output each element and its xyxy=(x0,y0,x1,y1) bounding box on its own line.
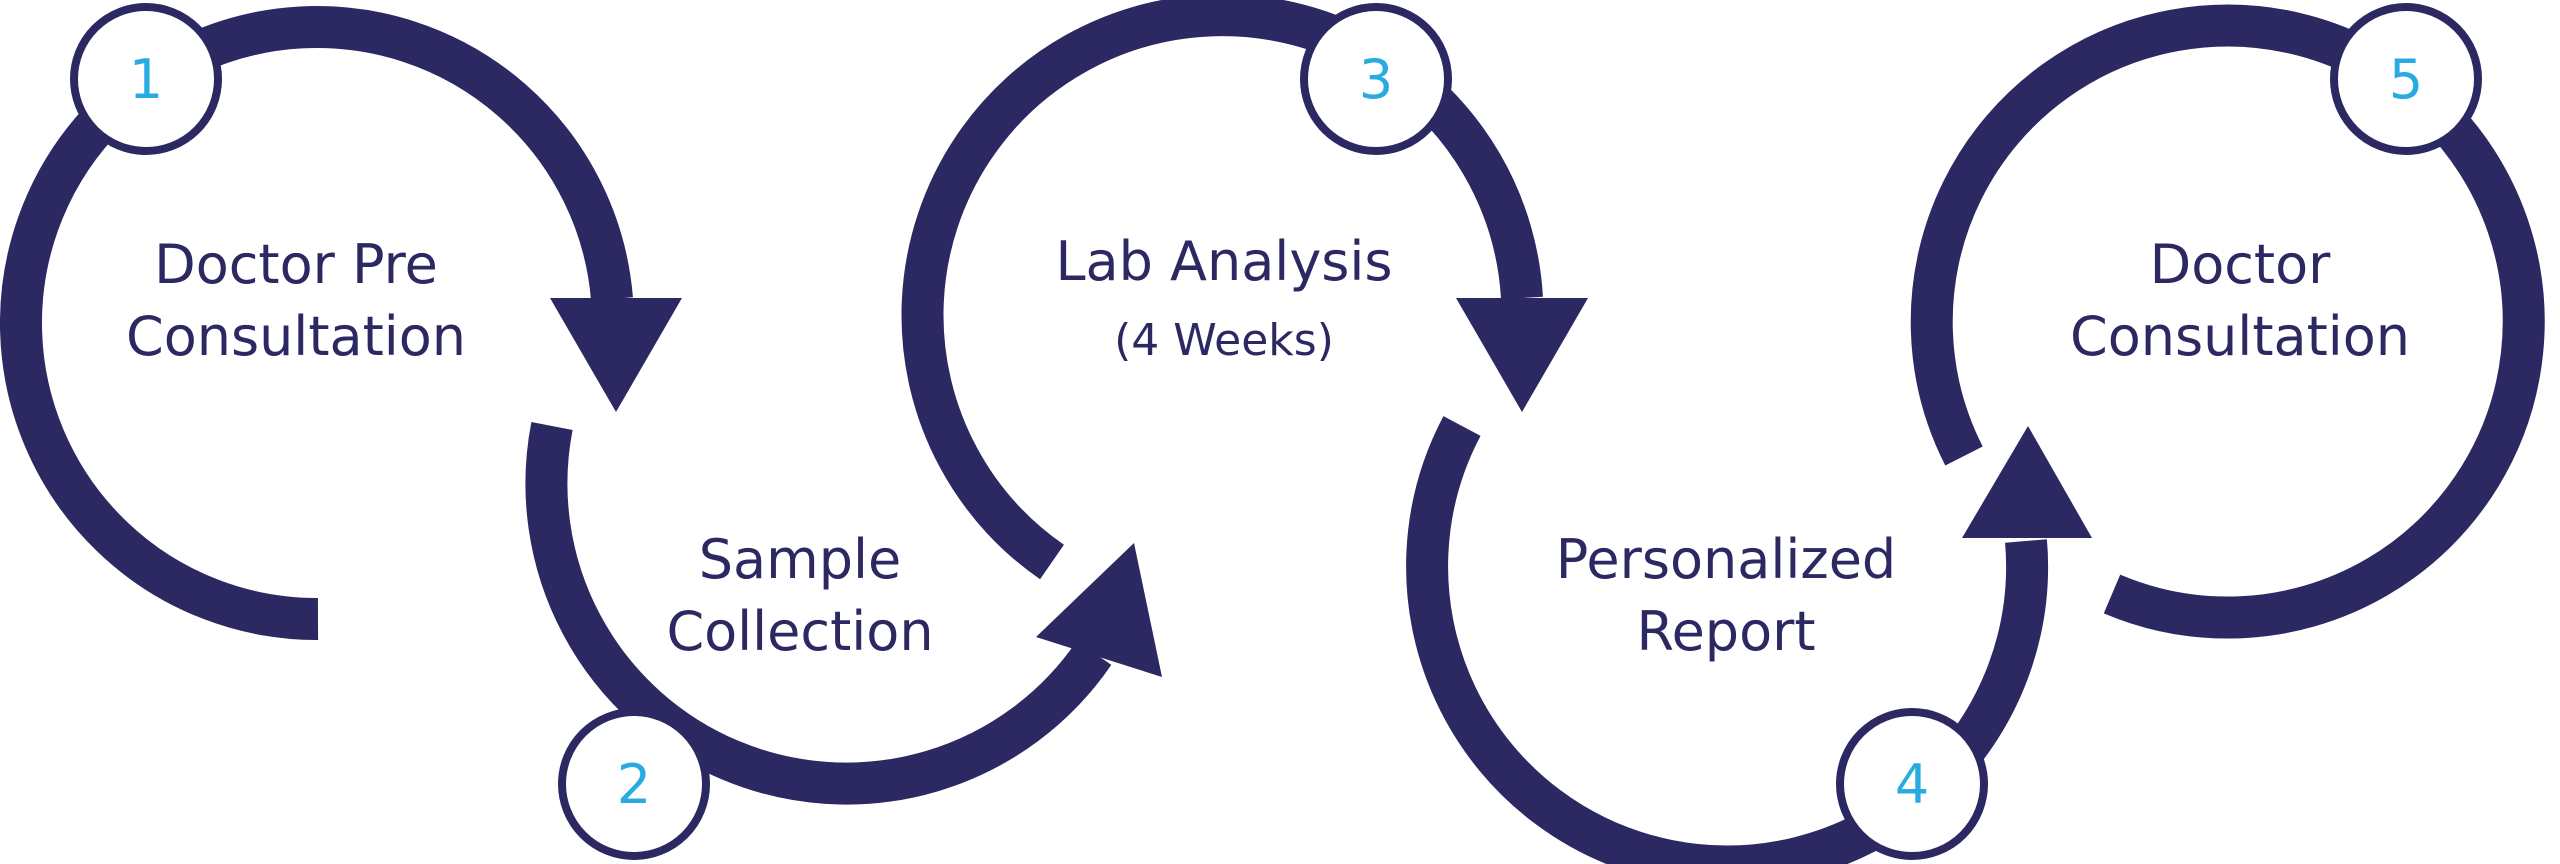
step-3-arrowhead xyxy=(1456,298,1588,412)
step-2-arrowhead xyxy=(1036,543,1162,677)
step-2-number: 2 xyxy=(617,753,651,816)
step-2-label-line2: Collection xyxy=(666,600,933,663)
step-1-number: 1 xyxy=(129,48,163,111)
step-1-arrowhead xyxy=(550,298,682,412)
step-4-arrowhead xyxy=(1962,426,2092,538)
step-3-badge: 3 xyxy=(1300,3,1452,155)
step-2-badge: 2 xyxy=(558,708,710,860)
step-1-label-line2: Consultation xyxy=(126,305,466,368)
step-3-label-line1: Lab Analysis xyxy=(1055,230,1392,293)
step-5-badge: 5 xyxy=(2330,3,2482,155)
step-3-arc xyxy=(901,0,1543,580)
step-5-number: 5 xyxy=(2389,48,2423,111)
step-4-number: 4 xyxy=(1895,753,1929,816)
step-5-label-line1: Doctor xyxy=(2150,233,2332,296)
step-1-badge: 1 xyxy=(70,3,222,155)
step-1-label-line1: Doctor Pre xyxy=(154,233,438,296)
step-4-arc xyxy=(1406,416,2049,864)
step-3-label-line2: (4 Weeks) xyxy=(1114,315,1334,366)
step-4-badge: 4 xyxy=(1836,708,1988,860)
step-5-label-line2: Consultation xyxy=(2070,305,2410,368)
step-2-label-line1: Sample xyxy=(699,528,901,591)
step-4-label-line1: Personalized xyxy=(1556,528,1896,591)
step-2-arc xyxy=(525,421,1112,805)
step-4-label-line2: Report xyxy=(1636,600,1815,663)
step-3-number: 3 xyxy=(1359,48,1393,111)
